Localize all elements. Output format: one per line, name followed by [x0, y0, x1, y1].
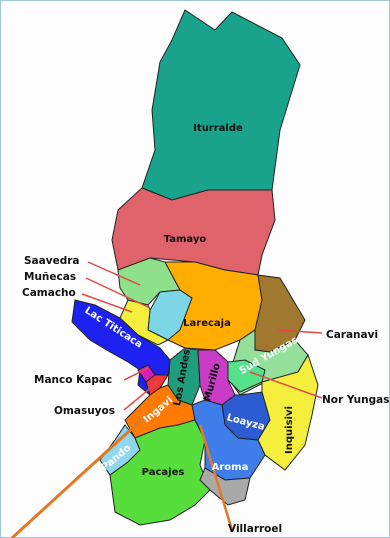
leader-lines — [10, 261, 323, 538]
label-omasuyos: Omasuyos — [54, 405, 115, 417]
leader-line-munecas — [85, 277, 151, 309]
label-pacajes: Pacajes — [142, 467, 185, 478]
leader-line-caranavi — [277, 329, 323, 334]
region-larecaja[interactable] — [164, 261, 263, 351]
region-villarroel[interactable] — [199, 467, 251, 506]
label-manco-kapac: Manco Kapac — [34, 374, 112, 386]
leader-line-ingavi — [10, 410, 152, 538]
leader-line-omasuyos — [123, 381, 159, 411]
label-munecas: Muñecas — [24, 271, 76, 283]
region-inquisivi[interactable] — [257, 353, 319, 471]
label-tamayo: Tamayo — [164, 234, 207, 245]
label-villarroel: Villarroel — [228, 523, 282, 535]
leader-line-nor-yungas — [249, 371, 323, 399]
label-saavedra: Saavedra — [24, 255, 79, 267]
label-camacho: Camacho — [22, 287, 76, 299]
label-larecaja: Larecaja — [183, 318, 231, 329]
label-inquisivi: Inquisivi — [284, 406, 295, 454]
leader-line-manco-kapac — [123, 367, 149, 381]
external-labels: Saavedra Muñecas Camacho Caranavi Manco … — [22, 255, 389, 535]
label-iturralde: Iturralde — [193, 123, 243, 134]
leader-line-saavedra — [87, 261, 141, 286]
leader-line-villarroel — [198, 424, 234, 531]
region-iturralde[interactable] — [141, 9, 301, 201]
label-aroma: Aroma — [212, 462, 249, 473]
label-nor-yungas: Nor Yungas — [322, 394, 389, 406]
label-caranavi: Caranavi — [326, 329, 378, 341]
leader-line-camacho — [81, 293, 133, 313]
